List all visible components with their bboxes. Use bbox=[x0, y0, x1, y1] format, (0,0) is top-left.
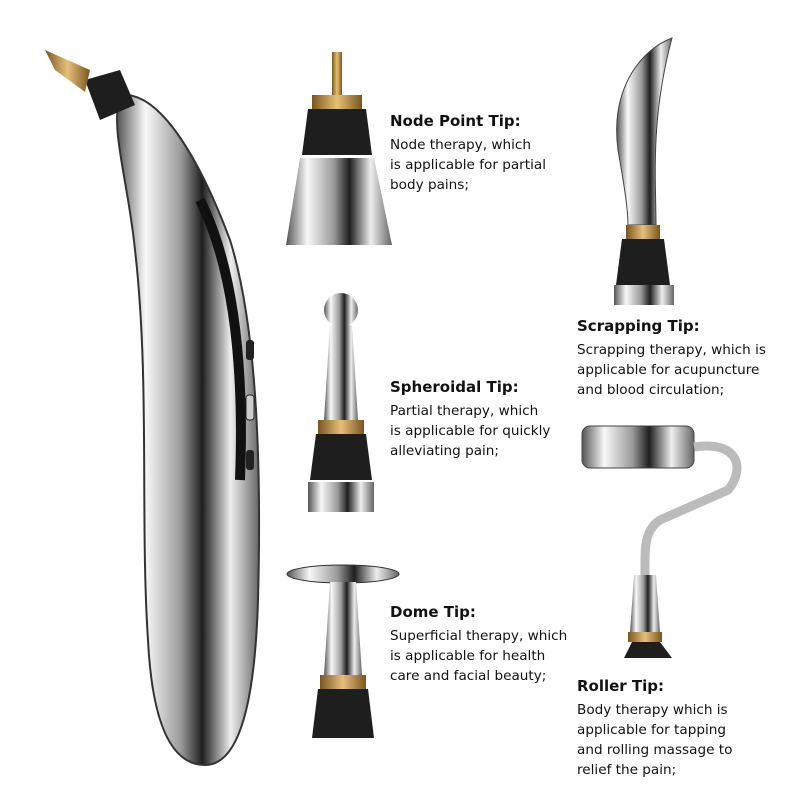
tip-text-line: body pains; bbox=[390, 177, 469, 193]
acupuncture-pen-body bbox=[45, 50, 261, 767]
tip-text-line: applicable for tapping bbox=[577, 722, 726, 738]
tip-text-line: is applicable for health bbox=[390, 648, 546, 664]
tip-text-line: and blood circulation; bbox=[577, 382, 725, 398]
tip-text-line: alleviating pain; bbox=[390, 443, 500, 459]
tip-title: Node Point Tip: bbox=[390, 112, 521, 130]
tip-text-line: and rolling massage to bbox=[577, 742, 733, 758]
tip-text-line: Body therapy which is bbox=[577, 702, 728, 718]
tip-text-line: is applicable for quickly bbox=[390, 423, 551, 439]
tip-text-line: Partial therapy, which bbox=[390, 403, 539, 419]
tip-text-line: is applicable for partial bbox=[390, 157, 546, 173]
tip-title: Roller Tip: bbox=[577, 677, 665, 695]
node-point-tip-description: Node Point Tip: Node therapy, which is ap… bbox=[390, 112, 546, 195]
dome-tip-image bbox=[286, 564, 400, 738]
tip-text-line: relief the pain; bbox=[577, 762, 677, 778]
tip-text-line: care and facial beauty; bbox=[390, 668, 547, 684]
node-point-tip-image bbox=[286, 52, 392, 245]
scrapping-tip-image bbox=[614, 37, 674, 305]
tip-title: Dome Tip: bbox=[390, 603, 476, 621]
tip-title: Spheroidal Tip: bbox=[390, 378, 519, 396]
spheroidal-tip-image bbox=[308, 293, 374, 512]
tip-text-line: Scrapping therapy, which is bbox=[577, 342, 766, 358]
dome-tip-description: Dome Tip: Superficial therapy, which is a… bbox=[390, 603, 567, 686]
tip-text-line: applicable for acupuncture bbox=[577, 362, 760, 378]
tip-text-line: Superficial therapy, which bbox=[390, 628, 568, 644]
spheroidal-tip-description: Spheroidal Tip: Partial therapy, which is… bbox=[390, 378, 550, 461]
scrapping-tip-description: Scrapping Tip: Scrapping therapy, which … bbox=[577, 317, 766, 400]
tip-title: Scrapping Tip: bbox=[577, 317, 700, 335]
tip-text-line: Node therapy, which bbox=[390, 137, 531, 153]
roller-tip-description: Roller Tip: Body therapy which is applica… bbox=[577, 677, 732, 780]
roller-tip-image bbox=[581, 425, 742, 658]
